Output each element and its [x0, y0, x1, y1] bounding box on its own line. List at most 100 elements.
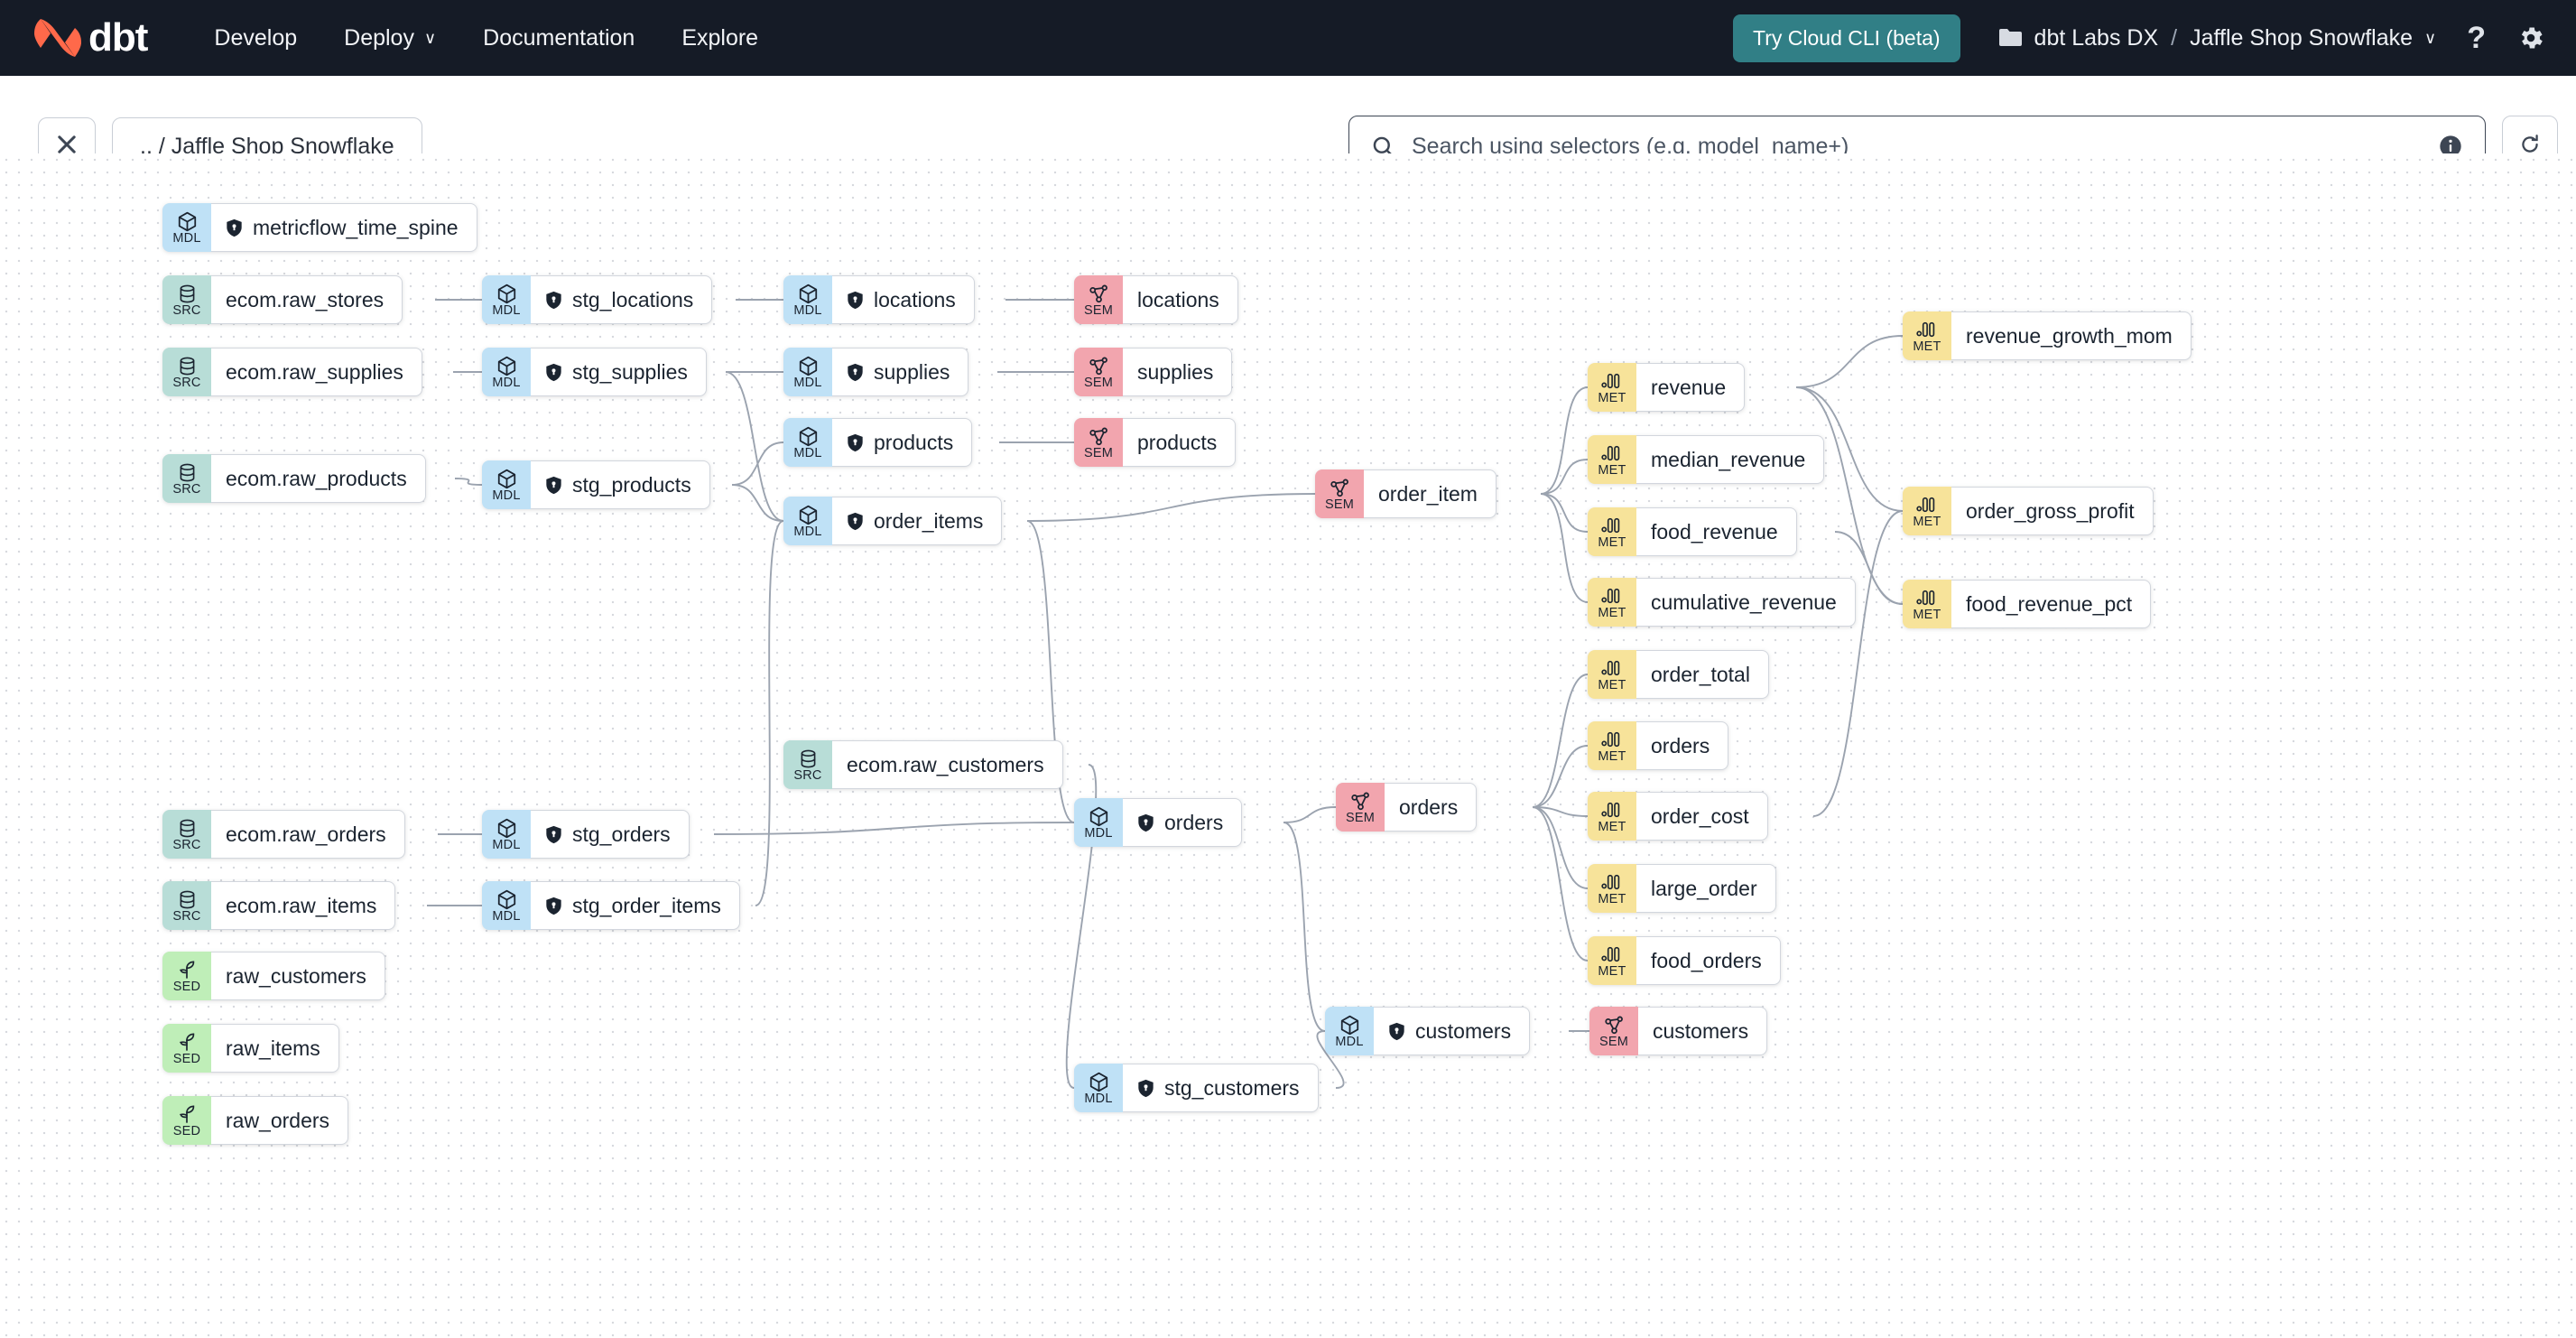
node-type-label: SED — [172, 1123, 201, 1138]
help-icon[interactable]: ? — [2467, 21, 2486, 56]
nav-link-explore[interactable]: Explore — [681, 25, 758, 51]
mdl-type-icon — [797, 283, 820, 303]
node-body: ecom.raw_items — [211, 881, 396, 930]
node-type-badge-sem: SEM — [1315, 469, 1364, 518]
node-body: stg_supplies — [531, 348, 707, 396]
account-project-breadcrumb[interactable]: dbt Labs DX / Jaffle Shop Snowflake ∨ — [1998, 25, 2436, 51]
node-type-label: SRC — [172, 837, 201, 852]
node-type-badge-sem: SEM — [1074, 418, 1123, 467]
try-cloud-cli-button[interactable]: Try Cloud CLI (beta) — [1733, 14, 1960, 62]
node-body: orders — [1123, 798, 1243, 847]
node-label: customers — [1415, 1018, 1512, 1043]
sem-type-icon — [1088, 357, 1110, 376]
src-type-icon — [177, 890, 198, 909]
node-type-label: SED — [172, 1051, 201, 1066]
lineage-edge — [1532, 745, 1589, 808]
node-label: ecom.raw_customers — [847, 752, 1044, 776]
lineage-edge — [1540, 493, 1589, 603]
lineage-edge — [1812, 510, 1904, 817]
node-type-badge-sem: SEM — [1074, 348, 1123, 396]
node-type-badge-sed: SED — [162, 1024, 211, 1073]
sem-type-icon — [1603, 1016, 1626, 1035]
info-icon[interactable] — [2438, 134, 2463, 159]
node-body: order_cost — [1636, 792, 1768, 841]
node-type-label: MDL — [492, 908, 521, 924]
contract-shield-icon — [545, 363, 562, 382]
node-type-label: MDL — [793, 524, 822, 539]
node-label: food_orders — [1651, 948, 1762, 972]
nav-link-deploy[interactable]: Deploy ∨ — [344, 25, 436, 51]
node-body: customers — [1638, 1007, 1768, 1055]
gear-icon[interactable] — [2516, 23, 2545, 52]
mdl-type-icon — [1088, 1072, 1110, 1092]
node-type-badge-mdl: MDL — [783, 497, 832, 545]
mdl-type-icon — [496, 469, 518, 488]
lineage-edge — [725, 371, 784, 522]
nav-link-documentation[interactable]: Documentation — [483, 25, 635, 51]
dbt-logo[interactable]: dbt — [32, 14, 148, 61]
sed-type-icon — [176, 961, 198, 980]
nav-link-develop[interactable]: Develop — [214, 25, 297, 51]
node-body: products — [832, 418, 973, 467]
node-type-label: SEM — [1083, 445, 1114, 460]
node-label: order_cost — [1651, 804, 1749, 828]
node-label: food_revenue_pct — [1966, 591, 2133, 616]
contract-shield-icon — [226, 218, 243, 237]
node-type-badge-sed: SED — [162, 1096, 211, 1145]
chevron-down-icon: ∨ — [423, 28, 437, 47]
node-type-badge-src: SRC — [162, 275, 211, 324]
node-type-label: SEM — [1083, 302, 1114, 318]
node-type-badge-mdl: MDL — [783, 418, 832, 467]
node-type-label: MET — [1598, 534, 1626, 550]
node-type-label: MET — [1913, 339, 1941, 354]
refresh-icon — [2518, 133, 2542, 161]
node-label: stg_orders — [572, 822, 671, 846]
contract-shield-icon — [545, 291, 562, 310]
node-type-badge-src: SRC — [162, 810, 211, 859]
lineage-edge — [713, 822, 1075, 835]
node-label: order_gross_profit — [1966, 498, 2135, 523]
node-body: order_gross_profit — [1951, 487, 2154, 535]
